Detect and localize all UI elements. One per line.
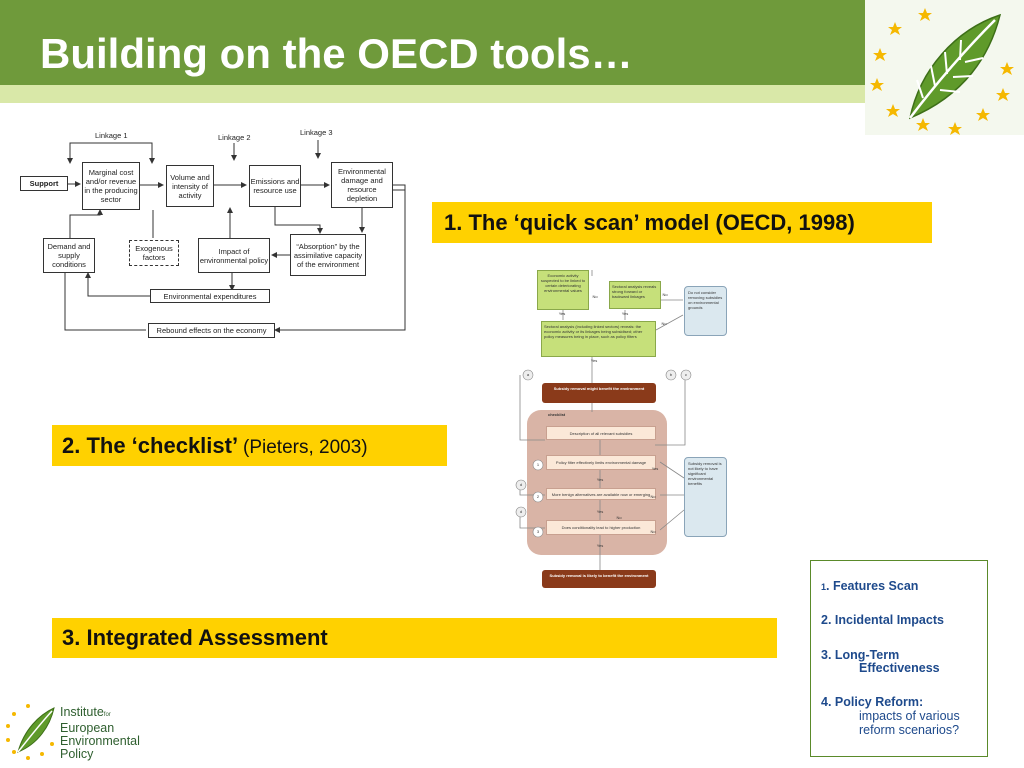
volume-box: Volume and intensity of activity: [166, 165, 214, 207]
ieep-name: Institutefor European Environmental Poli…: [60, 706, 140, 761]
yes-label-7: Yes: [596, 543, 604, 548]
marker-d1-circle: [515, 479, 527, 491]
header-band: [0, 85, 1024, 103]
step-3: 3: [536, 529, 540, 534]
expenditures-box: Environmental expenditures: [150, 289, 270, 303]
might-benefit-box: Subsidy removal might benefit the enviro…: [542, 383, 656, 403]
step-2: 2: [536, 494, 540, 499]
linkage3-label: Linkage 3: [300, 128, 333, 137]
callout-checklist-sub: (Pieters, 2003): [243, 437, 368, 458]
step3-circle: [532, 526, 544, 538]
step-1: 1: [536, 462, 540, 467]
exogenous-box: Exogenous factors: [129, 240, 179, 266]
ieep-line1: Institute: [60, 705, 104, 719]
emissions-box: Emissions and resource use: [249, 165, 301, 207]
demand-box: Demand and supply conditions: [43, 238, 95, 273]
legend-item-3-line1: 3. Long-Term: [821, 648, 900, 662]
linkage2-label: Linkage 2: [218, 133, 251, 142]
callout-integrated-assessment: 3. Integrated Assessment: [52, 618, 777, 658]
start-box: Economic activity suspected to be linked…: [537, 270, 589, 310]
ieep-leaf-icon: [6, 704, 55, 760]
step2-circle: [532, 491, 544, 503]
no-label-6: No: [650, 529, 656, 534]
marker-d1: d: [519, 482, 523, 487]
legend-item-1-number: 1: [821, 582, 827, 592]
no-label-1: No: [592, 294, 598, 299]
yes-label-3: Yes: [590, 358, 598, 363]
legend-item-1-label: . Features Scan: [826, 579, 919, 593]
ieep-line3: Environmental: [60, 734, 140, 748]
no-label-3: No: [661, 321, 667, 326]
step1-circle: [532, 459, 544, 471]
leaf-stars-icon: [870, 8, 1014, 135]
no-label-5: No: [616, 515, 622, 520]
eu-leaf-logo: [865, 0, 1024, 135]
linkage1-label: Linkage 1: [95, 131, 128, 140]
marker-d2-circle: [515, 506, 527, 518]
marker-a: a: [526, 372, 530, 377]
yes-label-5: Yes: [596, 477, 604, 482]
yes-label-2: Yes: [621, 311, 629, 316]
ieep-for: for: [103, 712, 111, 718]
marker-b-circle: [665, 369, 677, 381]
legend-item-long-term: 3. Long-Term Effectiveness: [821, 648, 940, 675]
callout-checklist: 2. The ‘checklist’ (Pieters, 2003): [52, 425, 447, 466]
slide-title: Building on the OECD tools…: [40, 30, 633, 77]
yes-label-6: Yes: [596, 509, 604, 514]
no-label-2: No: [662, 292, 668, 297]
marginal-cost-box: Marginal cost and/or revenue in the prod…: [82, 162, 140, 210]
marker-d2: d: [519, 509, 523, 514]
legend-item-4-line1: 4. Policy Reform:: [821, 695, 924, 709]
legend-item-4-line3: reform scenarios?: [859, 723, 960, 737]
marker-c: c: [685, 372, 687, 377]
absorption-box: “Absorption” by the assimilative capacit…: [290, 234, 366, 276]
callout-quick-scan: 1. The ‘quick scan’ model (OECD, 1998): [432, 202, 932, 243]
question3-box: Does conditionality lead to higher produ…: [546, 520, 656, 535]
support-box: Support: [20, 176, 68, 191]
likely-benefit-box: Subsidy removal is likely to benefit the…: [542, 570, 656, 588]
checklist-label: checklist: [548, 412, 566, 417]
legend-item-4-line2: impacts of various: [859, 709, 960, 723]
question1-box: Policy filter effectively limits environ…: [546, 455, 656, 470]
yes-label-1: Yes: [558, 311, 566, 316]
damage-box: Environmental damage and resource deplet…: [331, 162, 393, 208]
legend-item-policy-reform: 4. Policy Reform: impacts of various ref…: [821, 695, 960, 737]
legend-item-incidental: 2. Incidental Impacts: [821, 613, 944, 627]
yes-label-4: Yes: [651, 466, 659, 471]
callout-checklist-main: 2. The ‘checklist’: [62, 433, 237, 458]
sectoral1-box: Sectoral analysis reveals strong forward…: [609, 281, 661, 309]
no-label-4: No: [650, 494, 656, 499]
marker-a-circle: [522, 369, 534, 381]
ieep-line4: Policy: [60, 747, 94, 761]
no-consider-box: Do not consider removing subsidies on en…: [684, 286, 727, 336]
marker-c-circle: [680, 369, 692, 381]
rebound-box: Rebound effects on the economy: [148, 323, 275, 338]
describe-box: Description of all relevant subsidies: [546, 426, 656, 440]
marker-b: b: [669, 372, 673, 377]
question2-box: More benign alternatives are available n…: [546, 488, 656, 500]
legend-item-3-line2: Effectiveness: [859, 661, 940, 675]
legend-item-features-scan: 1. Features Scan: [821, 579, 918, 593]
sectoral2-box: Sectoral analysis (including linked sect…: [541, 321, 656, 357]
header-bar: [0, 0, 1024, 90]
not-likely-box: Subsidy removal is not likely to have si…: [684, 457, 727, 537]
impact-policy-box: Impact of environmental policy: [198, 238, 270, 273]
assessment-legend: 1. Features Scan 2. Incidental Impacts 3…: [810, 560, 988, 757]
ieep-line2: European: [60, 721, 115, 735]
checklist-region: [527, 410, 667, 555]
